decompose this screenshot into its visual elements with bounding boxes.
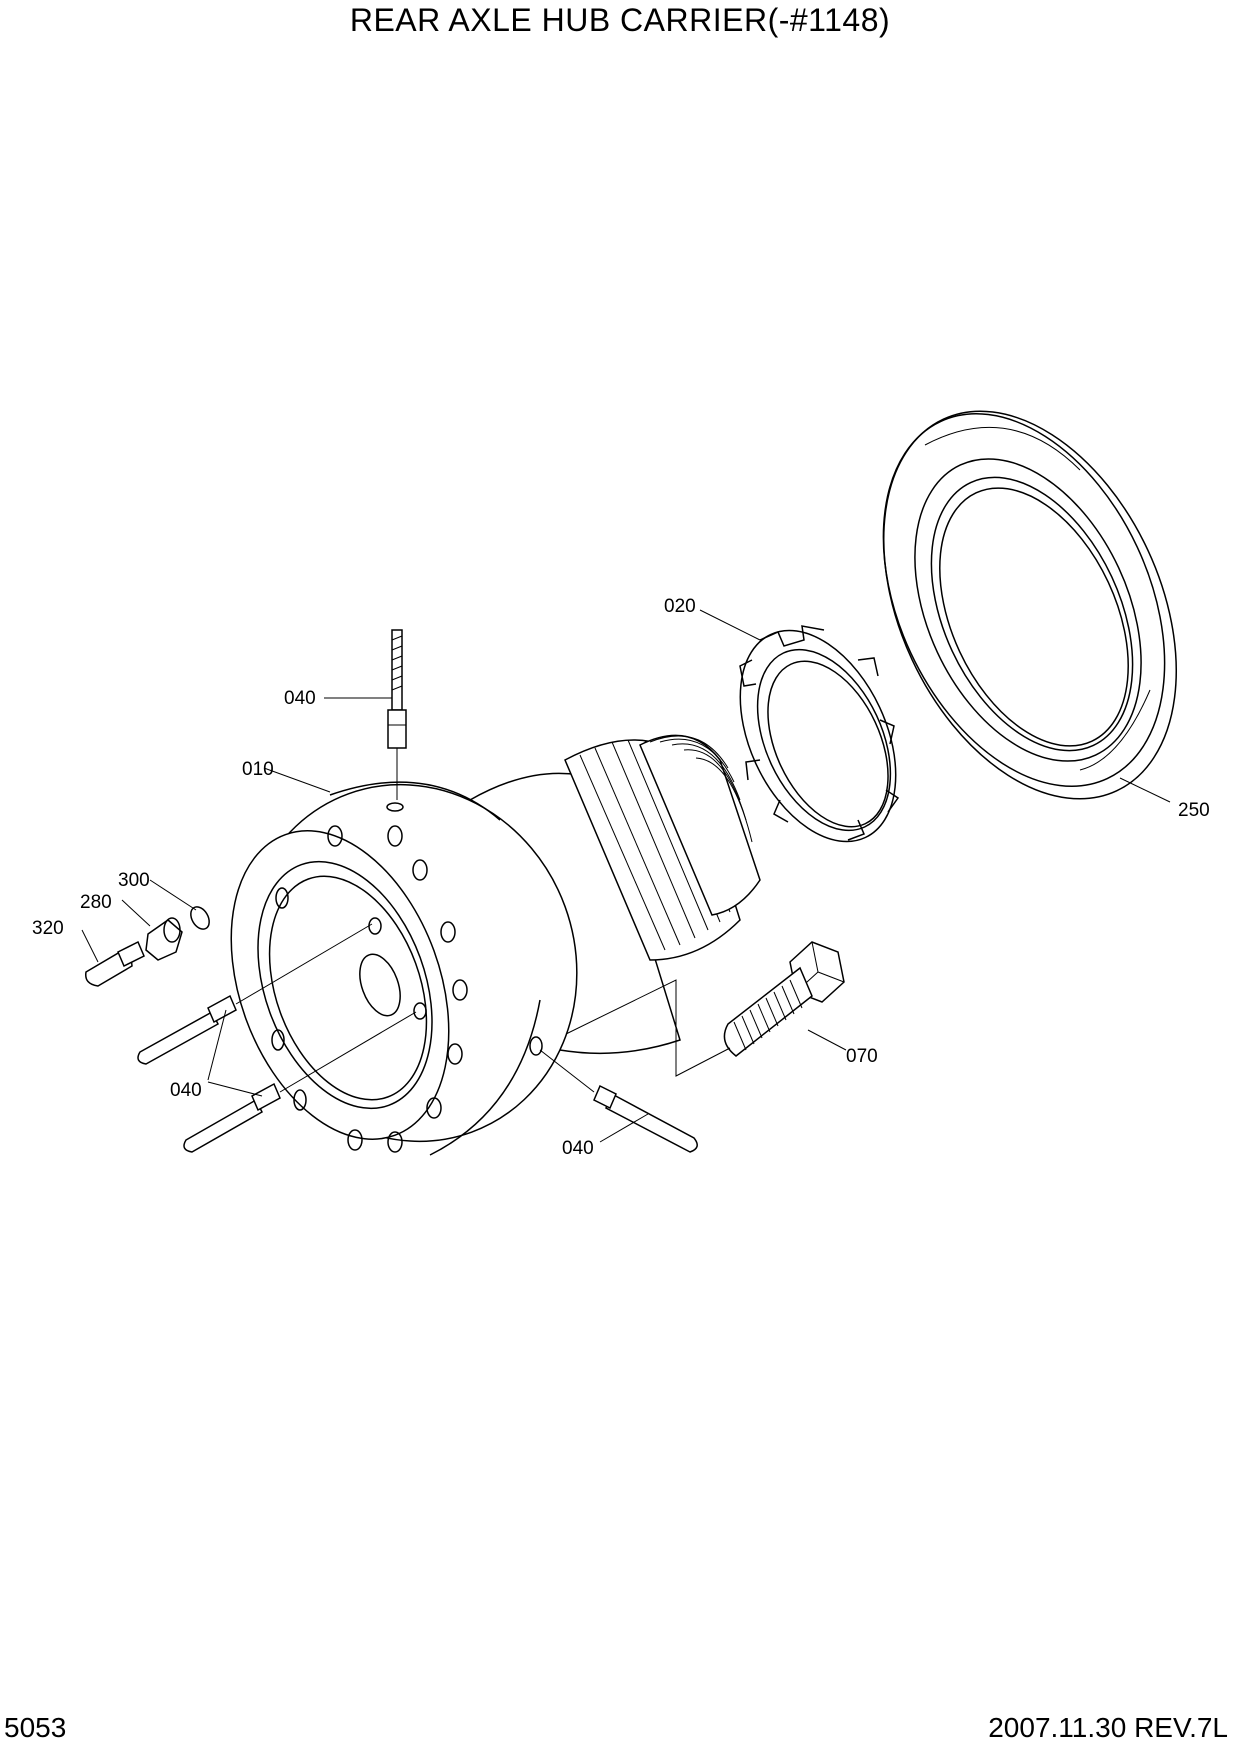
- callout-010: 010: [242, 759, 274, 780]
- part-320-breather-plug[interactable]: [85, 940, 145, 987]
- part-040-stud-left-lower[interactable]: [183, 1011, 417, 1153]
- part-020-slotted-nut[interactable]: [709, 606, 927, 866]
- callout-250: 250: [1178, 800, 1210, 821]
- part-010-hub-carrier[interactable]: [191, 734, 761, 1188]
- part-300-o-ring[interactable]: [187, 904, 213, 933]
- diagram-title: REAR AXLE HUB CARRIER(-#1148): [349, 2, 891, 38]
- callout-300: 300: [118, 870, 150, 891]
- part-040-stud-bottom[interactable]: [539, 1049, 698, 1153]
- callout-040-left: 040: [170, 1080, 202, 1101]
- callout-320: 320: [32, 918, 64, 939]
- part-250-seal-ring[interactable]: [826, 364, 1235, 845]
- callout-040-top: 040: [284, 688, 316, 709]
- leader-lines: [81, 609, 1171, 1143]
- part-040-stud-left-upper[interactable]: [137, 923, 373, 1065]
- page-number: 5053: [4, 1712, 67, 1743]
- callout-020: 020: [664, 596, 696, 617]
- callout-280: 280: [80, 892, 112, 913]
- part-040-stud-top[interactable]: [387, 629, 407, 800]
- callout-070: 070: [846, 1046, 878, 1067]
- callout-040-bottom: 040: [562, 1138, 594, 1159]
- part-070-hex-bolt[interactable]: [723, 941, 845, 1057]
- revision-date: 2007.11.30 REV.7L: [988, 1712, 1228, 1743]
- part-280-fitting[interactable]: [145, 917, 183, 961]
